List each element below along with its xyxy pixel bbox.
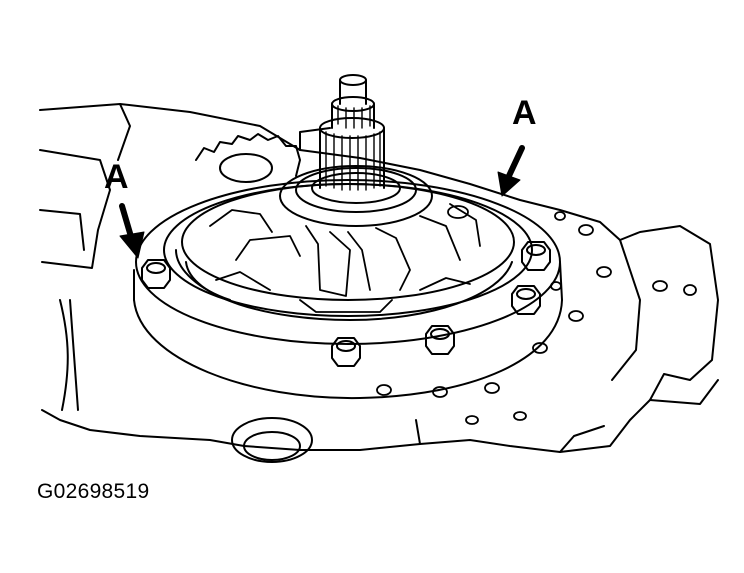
bolt [141, 259, 171, 289]
case-bore [231, 417, 313, 463]
drive-gear [195, 133, 301, 183]
callout-label-left: A [104, 158, 129, 196]
arrow-right [505, 145, 525, 181]
pump-cover-detail [209, 203, 481, 313]
bolt [331, 337, 361, 367]
callout-label-right: A [512, 94, 537, 132]
bolt [425, 325, 455, 355]
transmission-case [39, 103, 719, 453]
bolt [511, 285, 541, 315]
pump-bolts [141, 241, 551, 367]
figure-id: G02698519 [37, 480, 150, 503]
callout-arrows [119, 145, 525, 259]
gasket-holes [376, 211, 697, 425]
bolt [521, 241, 551, 271]
input-shaft [279, 74, 433, 227]
oil-pump-body [133, 179, 563, 400]
